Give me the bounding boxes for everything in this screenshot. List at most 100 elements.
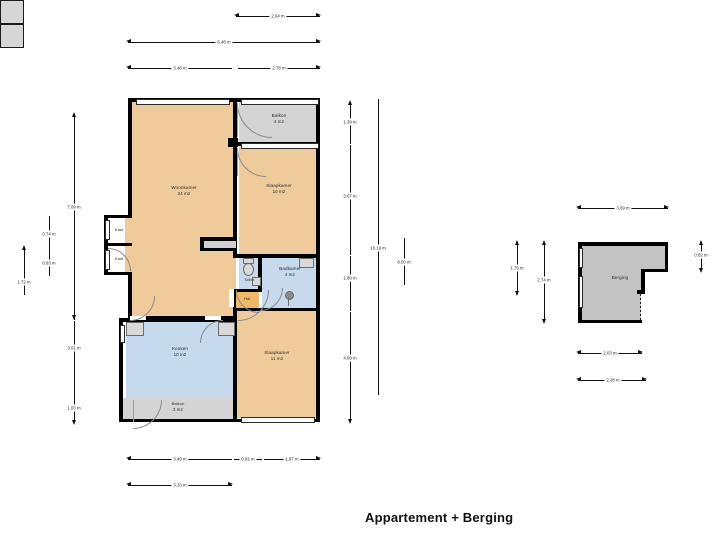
counter-fill	[204, 241, 236, 248]
storage-dimlabel-left-274: 2.74 m	[535, 276, 553, 284]
dimlabel-left-709: 7.09 m	[65, 203, 83, 211]
dimlabel-left-093: 0.93 m	[40, 259, 58, 267]
storage-window-left-b	[579, 276, 584, 308]
storage-dimlabel-right-082: 0.82 m	[692, 251, 710, 259]
window-balkon-top	[241, 99, 319, 105]
storage-dimarrow-238-right	[642, 377, 647, 382]
door-leaf-balkon-bottom	[133, 400, 135, 422]
door-opening-woonkamer-b	[205, 316, 221, 320]
storage-door-opening	[639, 294, 641, 320]
storage-dimarrow-203-left	[576, 350, 581, 355]
dimarrow-bottom-333-left	[126, 482, 131, 487]
dimlabel-left-103: 1.03 m	[65, 404, 83, 412]
dimline-left-074	[49, 216, 51, 244]
window-left-kast-a	[105, 220, 110, 240]
sink-toilet-fixture	[243, 258, 254, 264]
dimlabel-left-074: 0.74 m	[40, 230, 58, 238]
wall-right	[316, 98, 320, 422]
wall-counter-stub	[200, 237, 236, 241]
dimarrow-left-709-up	[71, 112, 76, 117]
wall-interior-vertical-2	[233, 311, 237, 422]
wall-toilet-divider	[258, 254, 262, 292]
storage-dimlabel-left-179: 1.79 m	[508, 264, 526, 272]
storage-dimarrow-082-up	[698, 240, 703, 245]
storage-wall-notch-vertical	[641, 268, 645, 294]
dimlabel-top-278: 2.78 m	[270, 64, 288, 72]
sink-badkamer-fixture	[299, 258, 314, 268]
room-slaapkamer-bottom	[236, 311, 318, 418]
storage-wall-right-lower	[637, 290, 644, 294]
dimline-left-172	[24, 247, 26, 295]
storage-wall-notch-horizontal	[641, 268, 668, 272]
dimline-left-301	[74, 321, 76, 399]
shower-drain-icon	[285, 291, 294, 300]
closet-kast-upper	[0, 0, 24, 24]
dimlabel-right-189: 1.89 m	[341, 274, 359, 282]
dimarrow-top-264-left	[234, 13, 239, 18]
wall-left-upper	[128, 98, 132, 216]
storage-dimlabel-top-309: 3.09 m	[614, 204, 632, 212]
window-balkon-divider	[241, 143, 319, 149]
dimline-right-367	[350, 145, 352, 255]
storage-wall-bottom	[578, 319, 642, 323]
window-keuken-left	[120, 325, 125, 343]
dimarrow-top-348-left	[126, 65, 131, 70]
dimlabel-bottom-081: 0.81 m	[239, 455, 257, 463]
storage-plan: Berging	[500, 190, 720, 390]
keuken-counter-a	[126, 322, 144, 336]
door-leaf-balkon-top	[237, 103, 239, 137]
dimline-right-189	[350, 256, 352, 311]
dimlabel-right-800: 8.00 m	[395, 258, 413, 266]
dimline-left-709	[74, 114, 76, 320]
storage-dimarrow-274-down	[541, 319, 546, 324]
storage-dimarrow-179-down	[514, 291, 519, 296]
dimlabel-bottom-187: 1.87 m	[283, 455, 301, 463]
dimlabel-top-648: 6.48 m	[215, 38, 233, 46]
wall-left-jog-top	[104, 215, 132, 218]
dimlabel-bottom-333: 3.33 m	[171, 481, 189, 489]
dimline-right-409	[350, 312, 352, 422]
storage-dimarrow-179-up	[514, 240, 519, 245]
wall-counter-stub-2	[200, 237, 204, 251]
keuken-counter-b	[218, 322, 235, 336]
room-woonkamer	[131, 101, 236, 316]
wall-keuken-top	[119, 318, 237, 322]
washer-fixture	[252, 277, 261, 286]
storage-dimensions: 3.09 m 1.79 m 2.74 m 0.82 m 2.03 m 2.38 …	[500, 190, 720, 390]
wall-interior-vertical-1	[233, 98, 237, 258]
storage-dimarrow-top-left	[576, 205, 581, 210]
storage-dimlabel-bottom-238: 2.38 m	[604, 376, 622, 384]
storage-dimarrow-274-up	[541, 240, 546, 245]
storage-dimarrow-203-right	[638, 350, 643, 355]
storage-fill-notch	[641, 245, 666, 270]
wall-counter-stub-3	[200, 247, 236, 251]
dimlabel-bottom-349: 3.49 m	[171, 455, 189, 463]
storage-wall-right-upper	[664, 242, 668, 272]
wall-balkon-stub	[228, 138, 238, 147]
dimlabel-left-172: 1.72 m	[15, 278, 33, 286]
dimarrow-bottom-187-right	[316, 456, 321, 461]
dimarrow-top-648-left	[126, 39, 131, 44]
dimarrow-left-709-down	[71, 315, 76, 320]
door-leaf-slaapkamer-top	[237, 148, 239, 176]
dimlabel-right-409: 4.09 m	[341, 354, 359, 362]
storage-wall-top	[578, 242, 668, 246]
dimarrow-top-278-right	[316, 65, 321, 70]
dimlabel-left-301: 3.01 m	[65, 344, 83, 352]
wall-bath-top	[236, 254, 320, 258]
dimlabel-right-139: 1.39 m	[341, 118, 359, 126]
apartment-dimensions: 2.64 m 6.48 m 3.48 m 2.78 m 7.09 m 0.74 …	[15, 12, 413, 489]
dimarrow-right-139-up	[347, 100, 352, 105]
dimarrow-right-409-down	[347, 419, 352, 424]
page-title: Appartement + Berging	[365, 510, 514, 525]
wall-left-lower	[119, 318, 123, 422]
wall-left-jog-bottom	[104, 272, 132, 275]
storage-dimarrow-238-left	[576, 377, 581, 382]
storage-dimarrow-082-down	[698, 268, 703, 273]
dimarrow-top-648-right	[316, 39, 321, 44]
window-top-woonkamer	[136, 99, 230, 105]
dimlabel-top-264: 2.64 m	[269, 12, 287, 20]
dimarrow-left-172-up	[21, 245, 26, 250]
wall-hal-left	[233, 289, 236, 311]
